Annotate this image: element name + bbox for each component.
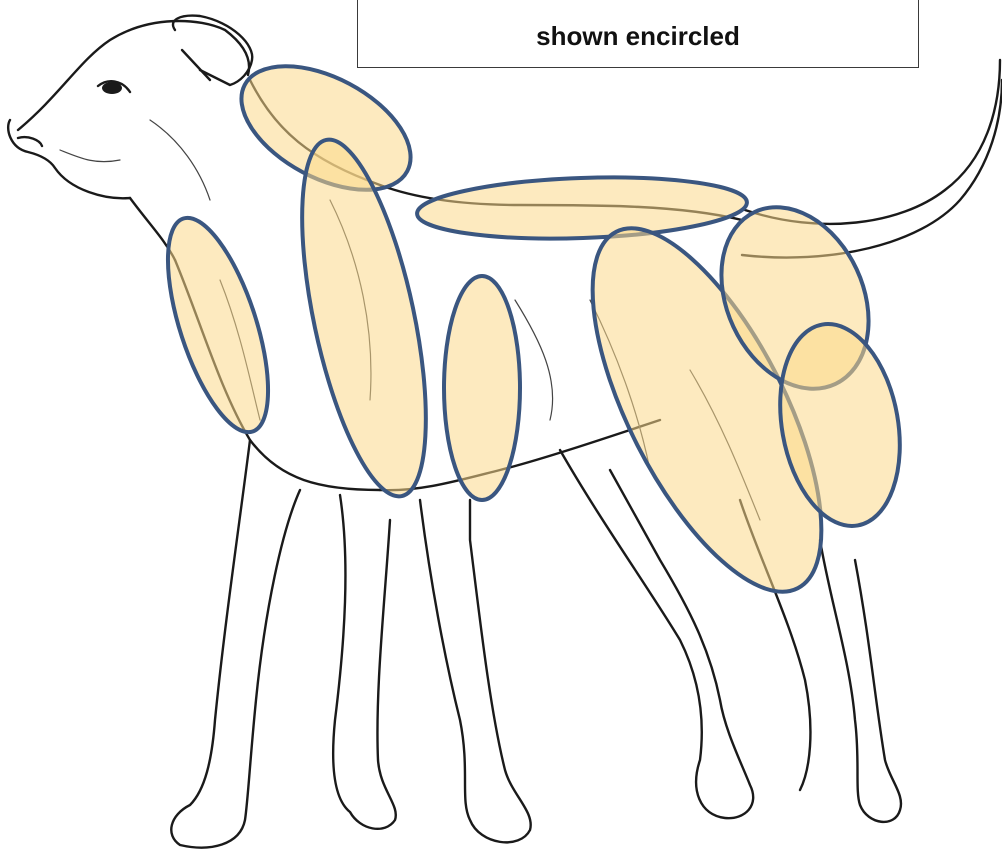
highlight-shoulder: [277, 130, 450, 507]
highlight-chest-front: [147, 207, 289, 444]
highlight-ribs: [444, 276, 520, 500]
caption-box: shown encircled: [357, 0, 919, 68]
highlight-back: [416, 172, 748, 243]
caption-text: shown encircled: [536, 21, 740, 52]
highlight-regions: [147, 41, 915, 624]
